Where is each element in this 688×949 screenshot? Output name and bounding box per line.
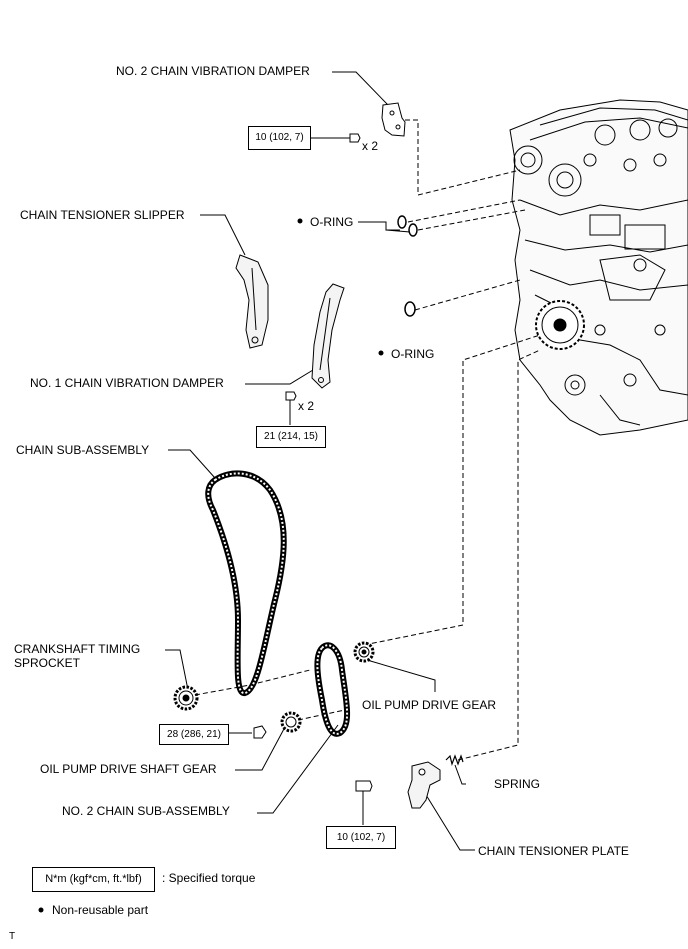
label-o-ring-lower: O-RING <box>391 347 435 361</box>
label-chain-tensioner-plate: CHAIN TENSIONER PLATE <box>478 844 629 858</box>
no2-chain-vibration-damper <box>381 102 406 137</box>
label-crankshaft-timing-sprocket-2: SPROCKET <box>14 656 81 670</box>
damper1-bolt-quantity: x 2 <box>298 399 315 413</box>
o-rings <box>397 215 418 317</box>
label-chain-sub-assembly: CHAIN SUB-ASSEMBLY <box>16 443 150 457</box>
label-spring: SPRING <box>494 777 541 791</box>
alignment-lines <box>194 119 541 761</box>
crank-sprocket-nut <box>253 725 267 739</box>
no1-chain-vibration-damper <box>311 283 345 389</box>
label-oil-pump-drive-gear: OIL PUMP DRIVE GEAR <box>362 698 497 712</box>
label-no2-chain-vibration-damper: NO. 2 CHAIN VIBRATION DAMPER <box>116 64 310 78</box>
tensioner-plate-bolt <box>355 780 373 800</box>
label-crankshaft-timing-sprocket-1: CRANKSHAFT TIMING <box>14 642 141 656</box>
damper2-bolt <box>344 133 361 143</box>
label-oil-pump-drive-shaft-gear: OIL PUMP DRIVE SHAFT GEAR <box>40 762 217 776</box>
engine-block <box>509 99 688 436</box>
label-o-ring-upper: O-RING <box>310 215 354 229</box>
engine-sprocket <box>535 300 585 350</box>
label-no1-chain-vibration-damper: NO. 1 CHAIN VIBRATION DAMPER <box>30 376 224 390</box>
chain-sub-assembly <box>205 470 287 696</box>
label-chain-tensioner-slipper: CHAIN TENSIONER SLIPPER <box>20 208 185 222</box>
legend-torque-unit-box: N*m (kgf*cm, ft.*lbf) <box>32 867 155 892</box>
no2-chain-sub-assembly <box>314 642 351 737</box>
chain-tensioner-plate <box>407 761 441 809</box>
corner-mark: T <box>9 931 16 942</box>
damper2-bolt-quantity: x 2 <box>362 139 379 153</box>
label-no2-chain-sub-assembly: NO. 2 CHAIN SUB-ASSEMBLY <box>62 804 230 818</box>
torque-box-damper2: 10 (102, 7) <box>248 126 311 150</box>
oil-pump-drive-gear <box>353 641 375 663</box>
torque-box-tensioner-plate: 10 (102, 7) <box>326 826 396 849</box>
torque-box-crank-sprocket: 28 (286, 21) <box>159 724 229 745</box>
leader-lines <box>165 71 475 851</box>
chain-tensioner-slipper <box>235 254 269 349</box>
crankshaft-timing-sprocket <box>173 685 199 711</box>
legend-non-reusable: Non-reusable part <box>52 903 149 917</box>
damper1-bolt <box>285 391 297 406</box>
spring-part <box>445 754 464 767</box>
bullet-marks <box>38 218 384 913</box>
legend-torque-desc: : Specified torque <box>162 871 256 885</box>
torque-box-damper1: 21 (214, 15) <box>256 426 326 448</box>
oil-pump-drive-shaft-gear <box>280 711 302 733</box>
